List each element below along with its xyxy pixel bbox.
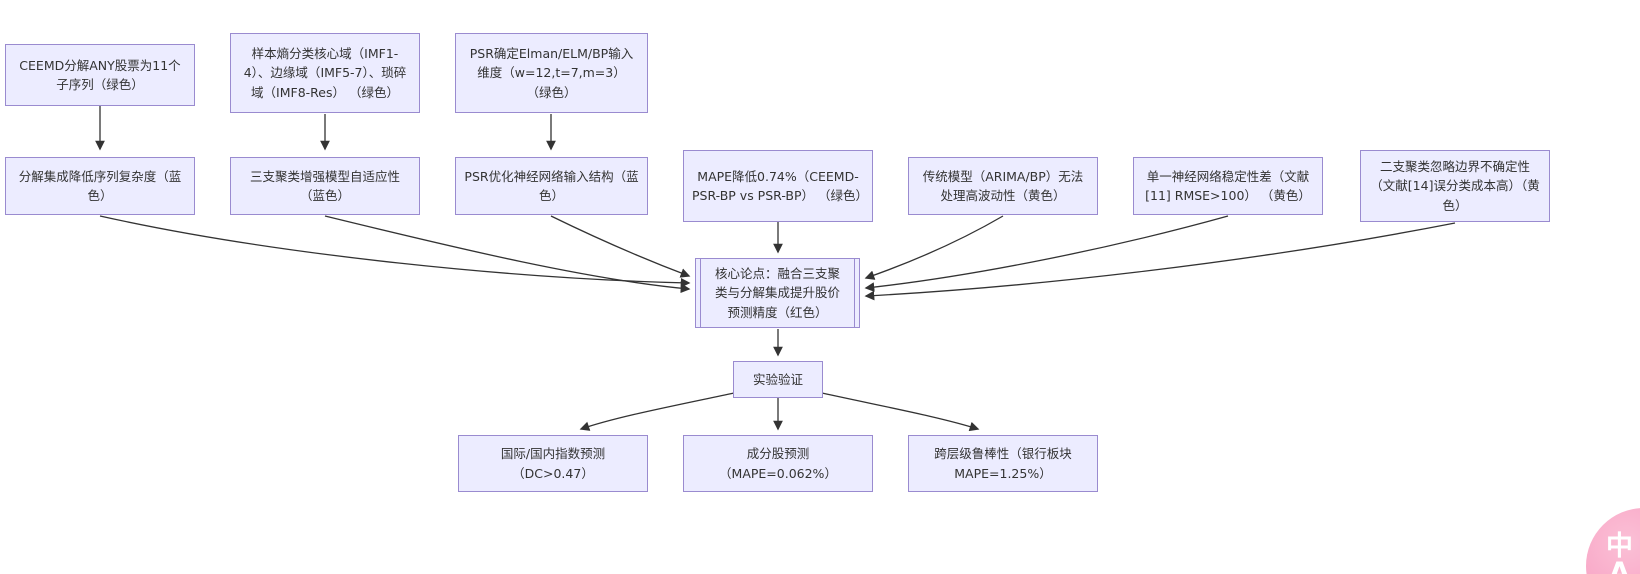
edge-experiment-robustness — [821, 392, 980, 432]
node-label: 传统模型（ARIMA/BP）无法处理高波动性（黄色） — [922, 168, 1084, 203]
node-label: 样本熵分类核心域（IMF1-4）、边缘域（IMF5-7）、琐碎域（IMF8-Re… — [243, 45, 407, 100]
edge-traditional-core — [864, 215, 1004, 280]
node-label: PSR确定Elman/ELM/BP输入维度（w=12,t=7,m=3） （绿色） — [469, 45, 634, 100]
node-psr-structure: PSR优化神经网络输入结构（蓝色） — [455, 157, 648, 215]
translate-icon: 中 A — [1606, 531, 1633, 574]
node-mape-reduction: MAPE降低0.74%（CEEMD-PSR-BP vs PSR-BP） （绿色） — [683, 150, 873, 222]
node-label: 跨层级鲁棒性（银行板块 MAPE=1.25%） — [934, 446, 1072, 481]
node-label: 单一神经网络稳定性差（文献[11] RMSE>100） （黄色） — [1145, 168, 1311, 203]
node-experiment-validation: 实验验证 — [733, 361, 823, 398]
node-constituent-prediction: 成分股预测（MAPE=0.062%） — [683, 435, 873, 492]
edge-singlenn-core — [864, 215, 1229, 292]
edge-twoway-core — [864, 222, 1456, 301]
node-traditional-models: 传统模型（ARIMA/BP）无法处理高波动性（黄色） — [908, 157, 1098, 215]
node-three-way-clustering: 三支聚类增强模型自适应性（蓝色） — [230, 157, 420, 215]
node-label: PSR优化神经网络输入结构（蓝色） — [464, 168, 639, 203]
node-single-nn-instability: 单一神经网络稳定性差（文献[11] RMSE>100） （黄色） — [1133, 157, 1323, 215]
edge-experiment-index — [579, 392, 735, 431]
node-label: 实验验证 — [752, 371, 803, 387]
node-decomposition-complexity: 分解集成降低序列复杂度（蓝色） — [5, 157, 195, 215]
node-core-thesis: 核心论点：融合三支聚类与分解集成提升股价预测精度（红色） — [695, 258, 860, 328]
node-label: 核心论点：融合三支聚类与分解集成提升股价预测精度（红色） — [714, 265, 840, 320]
node-label: 三支聚类增强模型自适应性（蓝色） — [249, 168, 400, 203]
node-label: 二支聚类忽略边界不确定性（文献[14]误分类成本高）（黄色） — [1370, 158, 1540, 213]
node-label: 国际/国内指数预测（DC>0.47） — [500, 446, 606, 481]
edge-psrstructure-core — [550, 215, 691, 278]
translate-badge-button[interactable]: 中 A — [1586, 508, 1640, 574]
node-index-prediction: 国际/国内指数预测（DC>0.47） — [458, 435, 648, 492]
edge-threeway-core — [324, 215, 691, 294]
node-label: MAPE降低0.74%（CEEMD-PSR-BP vs PSR-BP） （绿色） — [692, 168, 868, 203]
node-core-thesis-inner: 核心论点：融合三支聚类与分解集成提升股价预测精度（红色） — [700, 259, 855, 327]
node-psr-dimensions: PSR确定Elman/ELM/BP输入维度（w=12,t=7,m=3） （绿色） — [455, 33, 648, 113]
node-two-way-clustering: 二支聚类忽略边界不确定性（文献[14]误分类成本高）（黄色） — [1360, 150, 1550, 222]
node-label: 成分股预测（MAPE=0.062%） — [719, 446, 837, 481]
node-label: CEEMD分解ANY股票为11个子序列（绿色） — [19, 57, 181, 92]
node-sample-entropy: 样本熵分类核心域（IMF1-4）、边缘域（IMF5-7）、琐碎域（IMF8-Re… — [230, 33, 420, 113]
node-label: 分解集成降低序列复杂度（蓝色） — [18, 168, 182, 203]
node-ceemd-decompose: CEEMD分解ANY股票为11个子序列（绿色） — [5, 44, 195, 106]
node-cross-level-robustness: 跨层级鲁棒性（银行板块 MAPE=1.25%） — [908, 435, 1098, 492]
edge-decomp-core — [99, 215, 691, 288]
